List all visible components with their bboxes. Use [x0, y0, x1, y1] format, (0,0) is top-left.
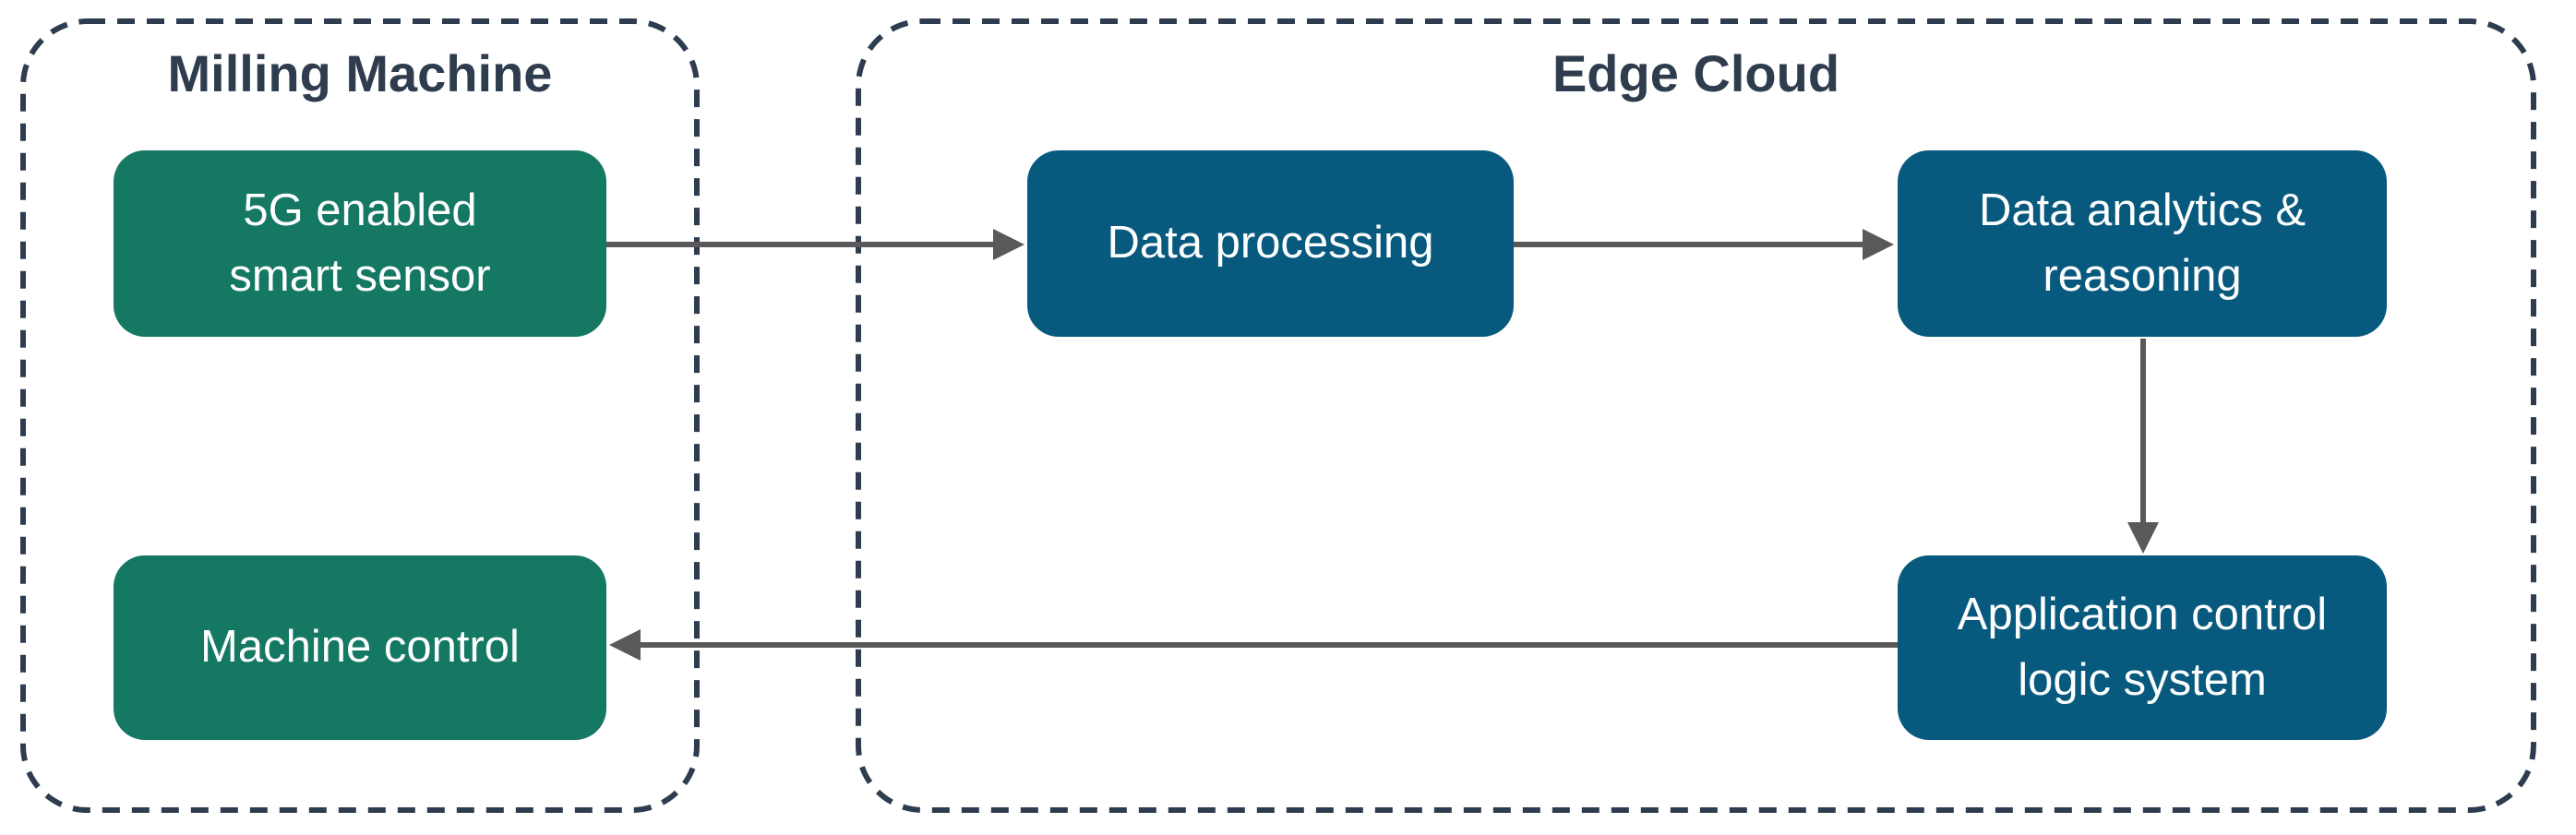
node-machine-control: Machine control [114, 555, 606, 740]
node-data-processing: Data processing [1027, 150, 1514, 337]
arrow-analytics-to-appcontrol [2127, 339, 2159, 554]
milling-machine-title: Milling Machine [167, 44, 553, 102]
node-data-analytics-reasoning-label: Data analytics & reasoning [1978, 185, 2306, 301]
node-application-control-logic-system-label: Application control logic system [1957, 589, 2328, 705]
edge-cloud-title: Edge Cloud [1552, 44, 1840, 102]
milling-machine-container-border [20, 18, 700, 813]
arrow-processing-to-analytics [1514, 229, 1894, 260]
node-data-analytics-reasoning: Data analytics & reasoning [1898, 150, 2387, 337]
edge-cloud-container-border [856, 18, 2536, 813]
node-5g-smart-sensor: 5G enabled smart sensor [114, 150, 606, 337]
node-application-control-logic-system: Application control logic system [1898, 555, 2387, 740]
node-machine-control-label: Machine control [200, 622, 520, 673]
arrow-sensor-to-processing [606, 229, 1024, 260]
node-5g-smart-sensor-label: 5G enabled smart sensor [229, 185, 491, 301]
node-data-processing-label: Data processing [1107, 218, 1434, 268]
arrow-appcontrol-to-machinecontrol [609, 629, 1898, 661]
